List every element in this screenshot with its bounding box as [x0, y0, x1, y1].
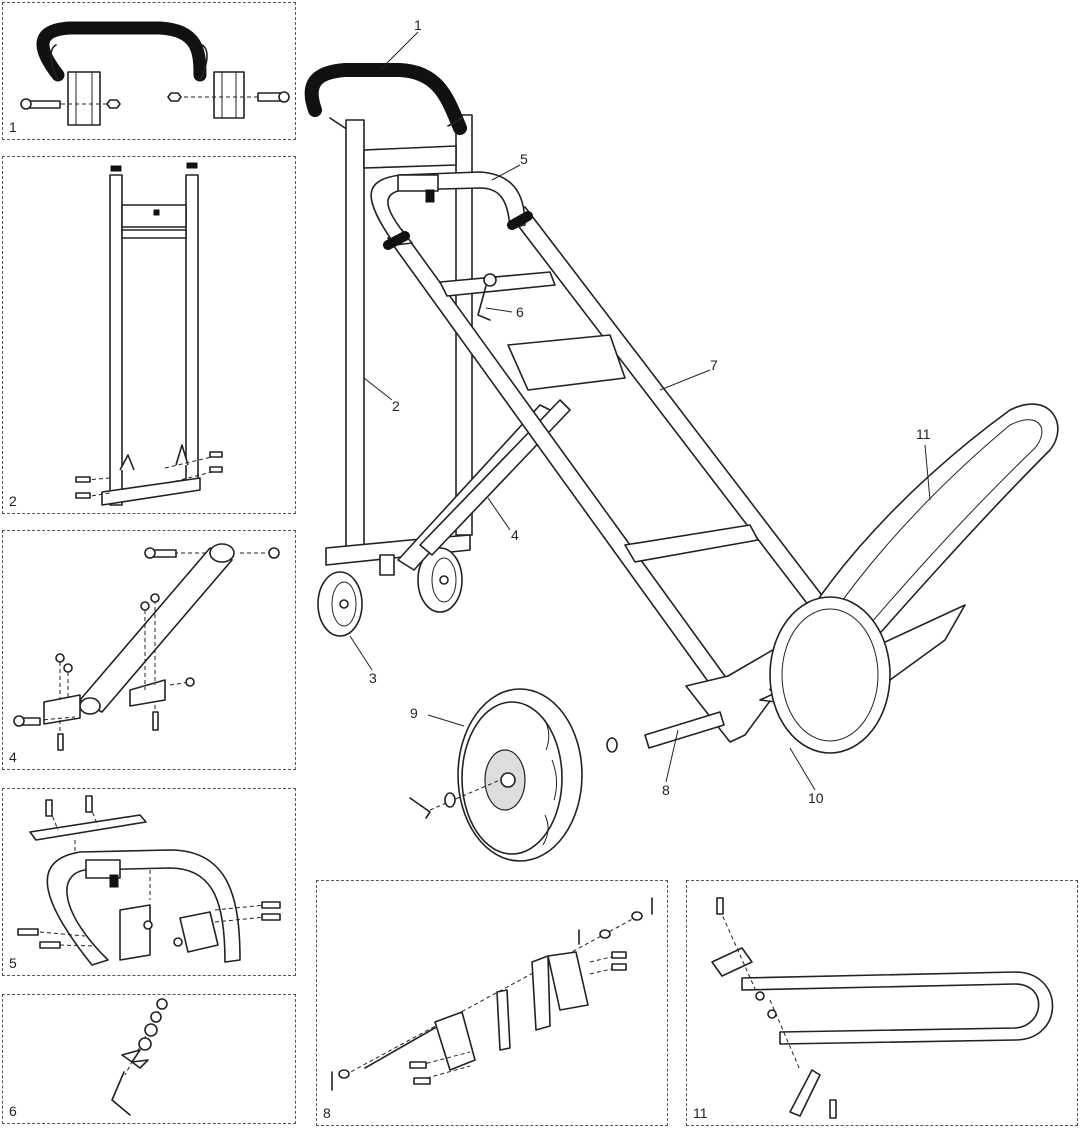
callout-2: 2: [392, 398, 400, 414]
callout-4: 4: [511, 527, 519, 543]
callout-8: 8: [662, 782, 670, 798]
callout-3: 3: [369, 670, 377, 686]
panel-number-1: 1: [9, 119, 17, 135]
panel-4-brace-drawing: [13, 543, 280, 751]
panel-number-8: 8: [323, 1105, 331, 1121]
panel-number-5: 5: [9, 955, 17, 971]
callout-7: 7: [710, 357, 718, 373]
callout-11: 11: [916, 426, 931, 442]
main-assembly-drawing: [304, 31, 1059, 862]
panel-5-bracket-drawing: [17, 795, 281, 966]
callout-6: 6: [516, 304, 524, 320]
panel-number-11: 11: [693, 1105, 708, 1121]
panel-11-extension-drawing: [711, 897, 1054, 1119]
panel-number-6: 6: [9, 1103, 17, 1119]
callout-10: 10: [808, 790, 824, 806]
panel-1-handle-drawing: [20, 21, 290, 126]
panel-number-4: 4: [9, 749, 17, 765]
callout-9: 9: [410, 705, 418, 721]
callout-1: 1: [414, 17, 422, 33]
panel-6-pin-drawing: [111, 998, 168, 1116]
panel-number-2: 2: [9, 493, 17, 509]
detail-panel-11: 11: [686, 880, 1078, 1126]
panel-2-frame-drawing: [75, 162, 223, 506]
callout-5: 5: [520, 151, 528, 167]
panel-8-axle-drawing: [331, 897, 653, 1091]
detail-panel-8: 8: [316, 880, 668, 1126]
detail-panel-6: 6: [2, 994, 296, 1124]
